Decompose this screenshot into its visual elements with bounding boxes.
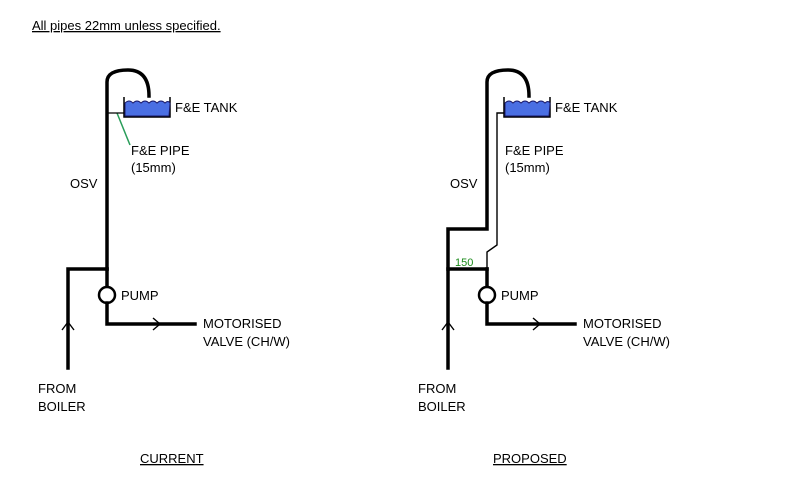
proposed-flow-arrow-up xyxy=(441,320,455,331)
current-valve-label-line2: VALVE (CH/W) xyxy=(203,334,290,349)
current-fe-tank xyxy=(123,97,171,118)
proposed-boiler-flow-pipe xyxy=(446,267,489,370)
current-flow-arrow-right xyxy=(152,317,162,331)
proposed-fe-pipe-label: F&E PIPE xyxy=(505,143,564,158)
current-boiler-flow-pipe xyxy=(66,267,109,370)
current-valve-label-line1: MOTORISED xyxy=(203,316,282,331)
current-boiler-label-line2: BOILER xyxy=(38,399,86,414)
proposed-valve-pipe xyxy=(485,301,577,326)
current-osv-label: OSV xyxy=(70,176,98,191)
header-note: All pipes 22mm unless specified. xyxy=(32,18,221,33)
proposed-osv-label: OSV xyxy=(450,176,478,191)
proposed-fe-pipe xyxy=(486,112,504,269)
current-diagram: F&E TANK F&E PIPE (15mm) OSV PUMP MOTORI… xyxy=(38,68,290,466)
current-pump-symbol xyxy=(97,285,117,305)
proposed-valve-label-line1: MOTORISED xyxy=(583,316,662,331)
proposed-fe-tank xyxy=(503,97,551,118)
current-boiler-label-line1: FROM xyxy=(38,381,76,396)
current-pump-label: PUMP xyxy=(121,288,159,303)
proposed-valve-label-line2: VALVE (CH/W) xyxy=(583,334,670,349)
proposed-tank-label: F&E TANK xyxy=(555,100,618,115)
proposed-tank-water xyxy=(504,100,551,117)
current-flow-arrow-up xyxy=(61,320,75,331)
current-fe-pipe-label: F&E PIPE xyxy=(131,143,190,158)
proposed-boiler-label-line2: BOILER xyxy=(418,399,466,414)
proposed-osv-pipe xyxy=(446,68,531,271)
current-osv-pipe xyxy=(105,68,151,271)
proposed-pump-symbol xyxy=(477,285,497,305)
proposed-flow-arrow-right xyxy=(532,317,542,331)
current-tank-label: F&E TANK xyxy=(175,100,238,115)
proposed-spacing-label: 150 xyxy=(455,257,473,269)
current-tank-water xyxy=(124,100,171,117)
current-fe-pipe-size: (15mm) xyxy=(131,160,176,175)
proposed-boiler-label-line1: FROM xyxy=(418,381,456,396)
proposed-fe-pipe-size: (15mm) xyxy=(505,160,550,175)
proposed-pump-label: PUMP xyxy=(501,288,539,303)
proposed-diagram: 150 F&E TANK F&E PIPE (15mm) OSV PUMP MO… xyxy=(418,68,670,466)
current-caption: CURRENT xyxy=(140,451,204,466)
current-fe-pipe xyxy=(116,112,131,146)
current-valve-pipe xyxy=(105,301,197,326)
proposed-caption: PROPOSED xyxy=(493,451,567,466)
